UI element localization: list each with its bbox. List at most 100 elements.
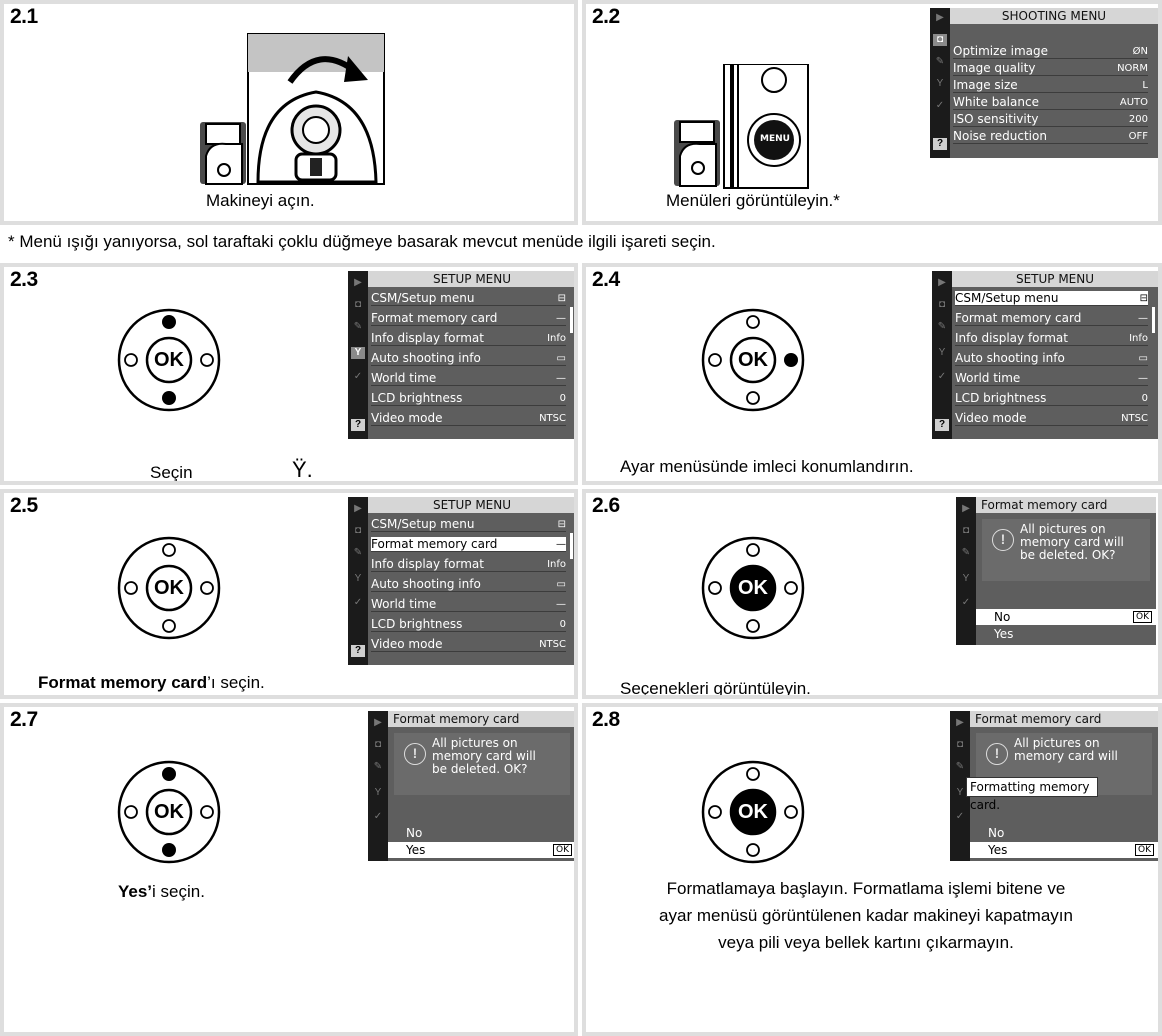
screen-title: Format memory card <box>976 497 1156 513</box>
wrench-icon: Y <box>374 787 382 798</box>
screen-title: SETUP MENU <box>368 497 574 513</box>
camera-icon: ◘ <box>956 739 964 750</box>
menu-item: Auto shooting info▭ <box>371 351 566 366</box>
step-number: 2.6 <box>592 494 620 517</box>
wrench-icon: Y <box>354 573 362 584</box>
pencil-icon: ✎ <box>961 547 971 558</box>
step-number: 2.5 <box>10 494 38 517</box>
camera-icon: ◘ <box>933 34 947 46</box>
retouch-icon: ✓ <box>935 100 945 111</box>
menu-button-illustration: MENU <box>672 63 812 190</box>
help-icon: ? <box>935 419 949 431</box>
step-panel-2-7: 2.7 OK Yes’i seçin. ▶ ◘ ✎ Y ✓ Format mem… <box>0 703 578 1036</box>
step-caption: Format memory card’ı seçin. <box>38 673 265 692</box>
step-number: 2.3 <box>10 268 38 291</box>
menu-button-label: MENU <box>760 134 790 144</box>
formatting-screen: ▶ ◘ ✎ Y ✓ Format memory card ! All pictu… <box>950 711 1158 861</box>
footnote: * Menü ışığı yanıyorsa, sol taraftaki ço… <box>8 232 716 251</box>
step-number: 2.8 <box>592 708 620 731</box>
retouch-icon: ✓ <box>353 371 363 382</box>
warning-icon: ! <box>992 529 1014 551</box>
warning-box: ! All pictures on memory card will be de… <box>982 519 1150 581</box>
ok-label: OK <box>738 801 768 823</box>
playback-icon: ▶ <box>354 503 362 514</box>
step-number: 2.4 <box>592 268 620 291</box>
playback-icon: ▶ <box>962 503 970 514</box>
retouch-icon: ✓ <box>937 371 947 382</box>
playback-icon: ▶ <box>936 12 944 23</box>
multi-selector: OK <box>116 307 222 413</box>
retouch-icon: ✓ <box>373 811 383 822</box>
warning-message: All pictures on memory card will be dele… <box>1020 522 1124 562</box>
retouch-icon: ✓ <box>955 811 965 822</box>
scrollbar <box>570 533 573 559</box>
shooting-menu-screen: ▶ ◘ ✎ Y ✓ ? SHOOTING MENU Optimize image… <box>930 8 1158 158</box>
multi-selector: OK <box>700 535 806 641</box>
menu-item: CSM/Setup menu⊟ <box>371 291 566 306</box>
step-caption: Ayar menüsünde imleci konumlandırın. <box>620 457 914 476</box>
warning-message: All pictures on memory card will <box>1014 736 1118 763</box>
camera-icon: ◘ <box>962 525 970 536</box>
ok-label: OK <box>154 577 184 599</box>
menu-item: Auto shooting info▭ <box>371 577 566 592</box>
step-panel-2-1: 2.1 Makineyi açın. <box>0 0 578 225</box>
menu-item: World time— <box>955 371 1148 386</box>
screen-title: SHOOTING MENU <box>950 8 1158 24</box>
step-number: 2.2 <box>592 5 620 28</box>
dialog-body: ! All pictures on memory card will be de… <box>388 727 574 861</box>
option-yes: Yes <box>994 627 1014 641</box>
menu-item: World time— <box>371 371 566 386</box>
menu-list: CSM/Setup menu⊟ Format memory card— Info… <box>952 287 1158 439</box>
camera-icon: ◘ <box>354 525 362 536</box>
multi-selector: OK <box>700 759 806 865</box>
step-caption: Menüleri görüntüleyin.* <box>666 191 840 210</box>
menu-list: CSM/Setup menu⊟ Format memory card— Info… <box>368 513 574 665</box>
help-icon: ? <box>351 419 365 431</box>
wrench-icon: Y <box>351 347 365 359</box>
warning-message: All pictures on memory card will be dele… <box>432 736 536 776</box>
retouch-icon: ✓ <box>353 597 363 608</box>
menu-item: Format memory card— <box>955 311 1148 326</box>
help-icon: ? <box>351 645 365 657</box>
step-caption: Makineyi açın. <box>206 191 315 210</box>
setup-menu-screen: ▶ ◘ ✎ Y ✓ ? SETUP MENU CSM/Setup menu⊟ F… <box>348 271 574 439</box>
format-dialog-screen: ▶ ◘ ✎ Y ✓ Format memory card ! All pictu… <box>368 711 574 861</box>
menu-item: CSM/Setup menu⊟ <box>371 517 566 532</box>
playback-icon: ▶ <box>938 277 946 288</box>
camera-icon: ◘ <box>938 299 946 310</box>
scrollbar <box>1152 307 1155 333</box>
help-icon: ? <box>933 138 947 150</box>
camera-icon: ◘ <box>374 739 382 750</box>
step-caption: Seçenekleri görüntüleyin. <box>620 679 811 698</box>
wrench-icon: Y <box>956 787 964 798</box>
setup-menu-screen: ▶ ◘ ✎ Y ✓ ? SETUP MENU CSM/Setup menu⊟ F… <box>932 271 1158 439</box>
scrollbar <box>570 307 573 333</box>
playback-icon: ▶ <box>354 277 362 288</box>
menu-item: Format memory card— <box>371 311 566 326</box>
option-no: No <box>406 826 423 840</box>
screen-title: Format memory card <box>970 711 1158 727</box>
dialog-body: ! All pictures on memory card will be de… <box>976 513 1156 645</box>
format-dialog-screen: ▶ ◘ ✎ Y ✓ Format memory card ! All pictu… <box>956 497 1156 645</box>
pencil-icon: ✎ <box>353 547 363 558</box>
step-panel-2-6: 2.6 OK Seçenekleri görüntüleyin. ▶ ◘ ✎ Y… <box>582 489 1162 699</box>
pencil-icon: ✎ <box>955 761 965 772</box>
ok-label: OK <box>154 349 184 371</box>
wrench-icon: Y <box>938 347 946 358</box>
pencil-icon: ✎ <box>373 761 383 772</box>
option-no: No <box>988 826 1005 840</box>
warning-icon: ! <box>404 743 426 765</box>
